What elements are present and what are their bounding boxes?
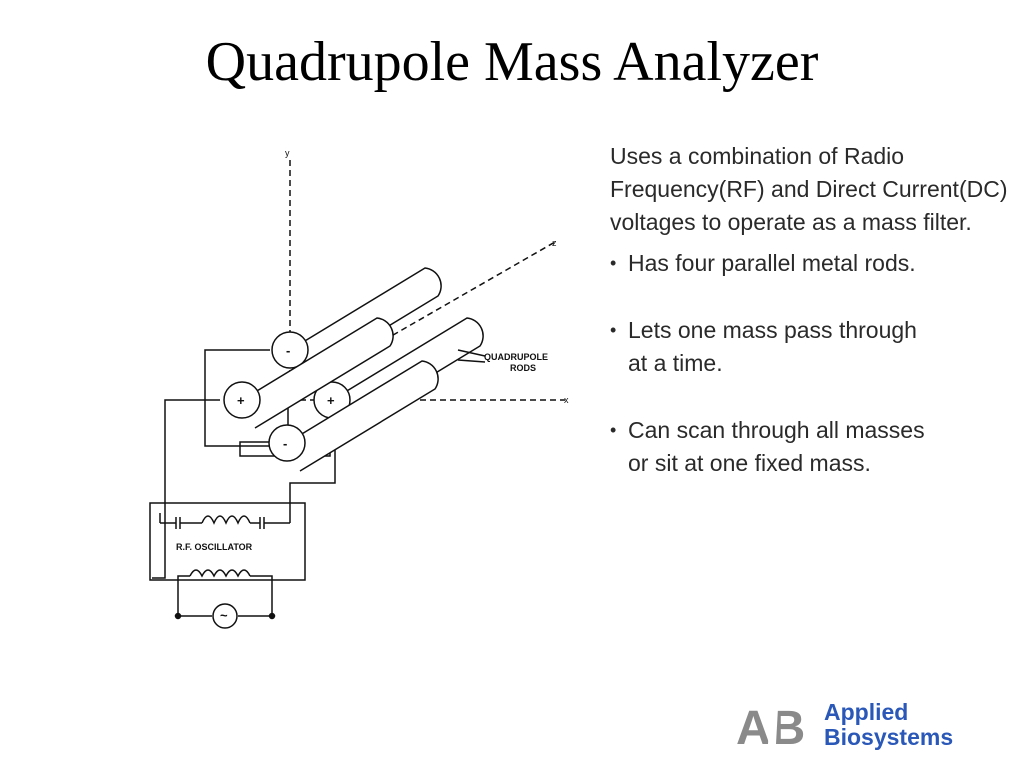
slide-title: Quadrupole Mass Analyzer	[205, 31, 819, 93]
bullet-item: Lets one mass pass through at a time.	[610, 314, 928, 380]
quadrupole-diagram: y z x - + + - QUADRUPOLE RODS R.F. OSCIL…	[149, 148, 569, 629]
slide-content: Uses a combination of Radio Frequency(RF…	[610, 140, 1010, 514]
oscillator-box	[149, 502, 306, 581]
oscillator-label: R.F. OSCILLATOR	[176, 542, 253, 552]
ab-logo-mark: AB	[736, 702, 805, 755]
rod-sign-top: -	[286, 343, 290, 358]
applied-biosystems-logo: AB Applied Biosystems	[736, 700, 986, 756]
z-axis-label: z	[552, 238, 557, 248]
ac-source	[212, 603, 238, 629]
wire-left-rod	[152, 399, 220, 579]
rods-label: QUADRUPOLE	[484, 352, 548, 362]
logo-text: Applied Biosystems	[824, 700, 953, 750]
logo-line2: Biosystems	[824, 724, 954, 750]
x-axis-label: x	[564, 395, 569, 405]
rod-sign-left: +	[237, 393, 245, 408]
rod-sign-right: +	[327, 393, 335, 408]
intro-text: Uses a combination of Radio Frequency(RF…	[610, 143, 1008, 235]
rods-label-line2: RODS	[510, 363, 536, 373]
rod-sign-bottom: -	[283, 436, 287, 451]
ac-symbol: ~	[220, 608, 228, 623]
logo-line1: Applied	[824, 699, 909, 725]
bullet-item: Can scan through all masses or sit at on…	[610, 414, 928, 480]
rod-left	[223, 317, 394, 429]
y-axis-label: y	[285, 148, 290, 158]
rod-bottom	[268, 360, 439, 472]
bullet-item: Has four parallel metal rods.	[610, 247, 928, 280]
